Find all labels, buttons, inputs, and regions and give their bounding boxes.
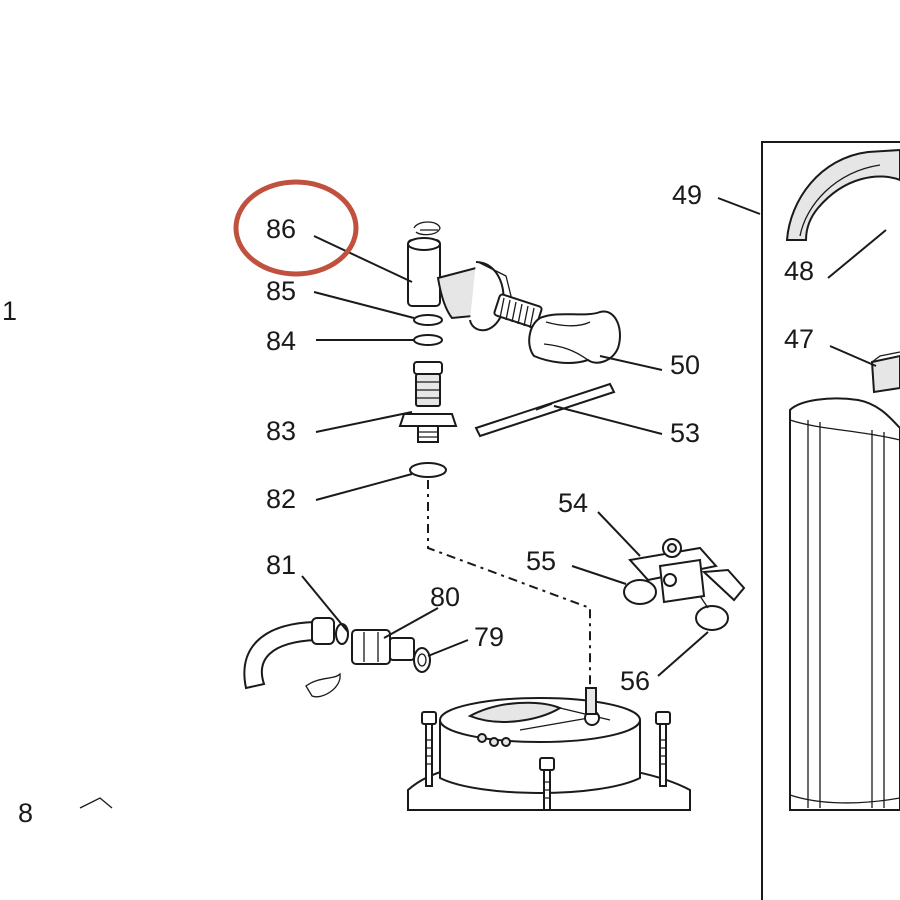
leader-79 <box>427 639 469 657</box>
threaded-shaft <box>493 293 543 329</box>
callout-79: 79 <box>474 622 504 652</box>
bolt-right <box>655 711 671 787</box>
callout-53: 53 <box>670 418 700 448</box>
callout-48: 48 <box>784 256 814 286</box>
leader-49 <box>717 197 761 215</box>
bolt-left <box>421 711 437 787</box>
leader-48 <box>827 229 887 279</box>
panel-border <box>761 141 900 900</box>
callout-56: 56 <box>620 666 650 696</box>
highlight-circle-86 <box>233 179 359 277</box>
callout-82: 82 <box>266 484 296 514</box>
leader-81 <box>301 575 349 633</box>
leader-lines <box>301 197 887 677</box>
part-81-hose <box>243 617 349 698</box>
callout-labels: 86 85 84 83 82 81 80 79 49 48 47 50 53 5… <box>2 180 814 828</box>
callout-54: 54 <box>558 488 588 518</box>
part-47-block <box>870 351 900 394</box>
part-86-valve-body <box>407 221 543 332</box>
part-80-connector <box>351 629 415 665</box>
callout-81: 81 <box>266 550 296 580</box>
callout-49: 49 <box>672 180 702 210</box>
part-48-cover <box>785 148 900 241</box>
callout-47: 47 <box>784 324 814 354</box>
leader-53 <box>553 405 663 435</box>
callout-84: 84 <box>266 326 296 356</box>
leader-80 <box>383 607 439 639</box>
leader-86 <box>313 235 413 283</box>
part-85-oring <box>413 314 443 326</box>
bolt-center <box>539 757 555 811</box>
boiler-cap <box>407 687 691 811</box>
right-inset-panel <box>761 141 900 900</box>
leader-56 <box>657 631 709 677</box>
callout-80: 80 <box>430 582 460 612</box>
callout-edge-left: 1 <box>2 296 17 326</box>
part-84-oring <box>413 334 443 346</box>
part-83-fitting <box>398 361 458 443</box>
leader-50 <box>599 355 663 371</box>
callout-50: 50 <box>670 350 700 380</box>
callout-83: 83 <box>266 416 296 446</box>
part-50-knob <box>528 310 621 364</box>
cropped-fragment <box>79 797 113 809</box>
leader-82 <box>315 473 413 501</box>
leader-47 <box>829 345 877 367</box>
callout-55: 55 <box>526 546 556 576</box>
leader-85 <box>313 291 415 319</box>
part-82-oring <box>409 462 447 478</box>
part-53-rod <box>474 382 616 438</box>
callout-edge-bottom-left: 8 <box>18 798 33 828</box>
leader-55 <box>571 565 627 585</box>
callout-85: 85 <box>266 276 296 306</box>
part-54-55-56-valve <box>623 538 746 631</box>
assembly-guide-line <box>427 480 591 690</box>
part-79-ring <box>413 647 431 673</box>
callout-86: 86 <box>266 214 296 244</box>
leader-83 <box>315 411 413 433</box>
reservoir-tank <box>789 397 900 811</box>
leader-54 <box>597 511 641 557</box>
